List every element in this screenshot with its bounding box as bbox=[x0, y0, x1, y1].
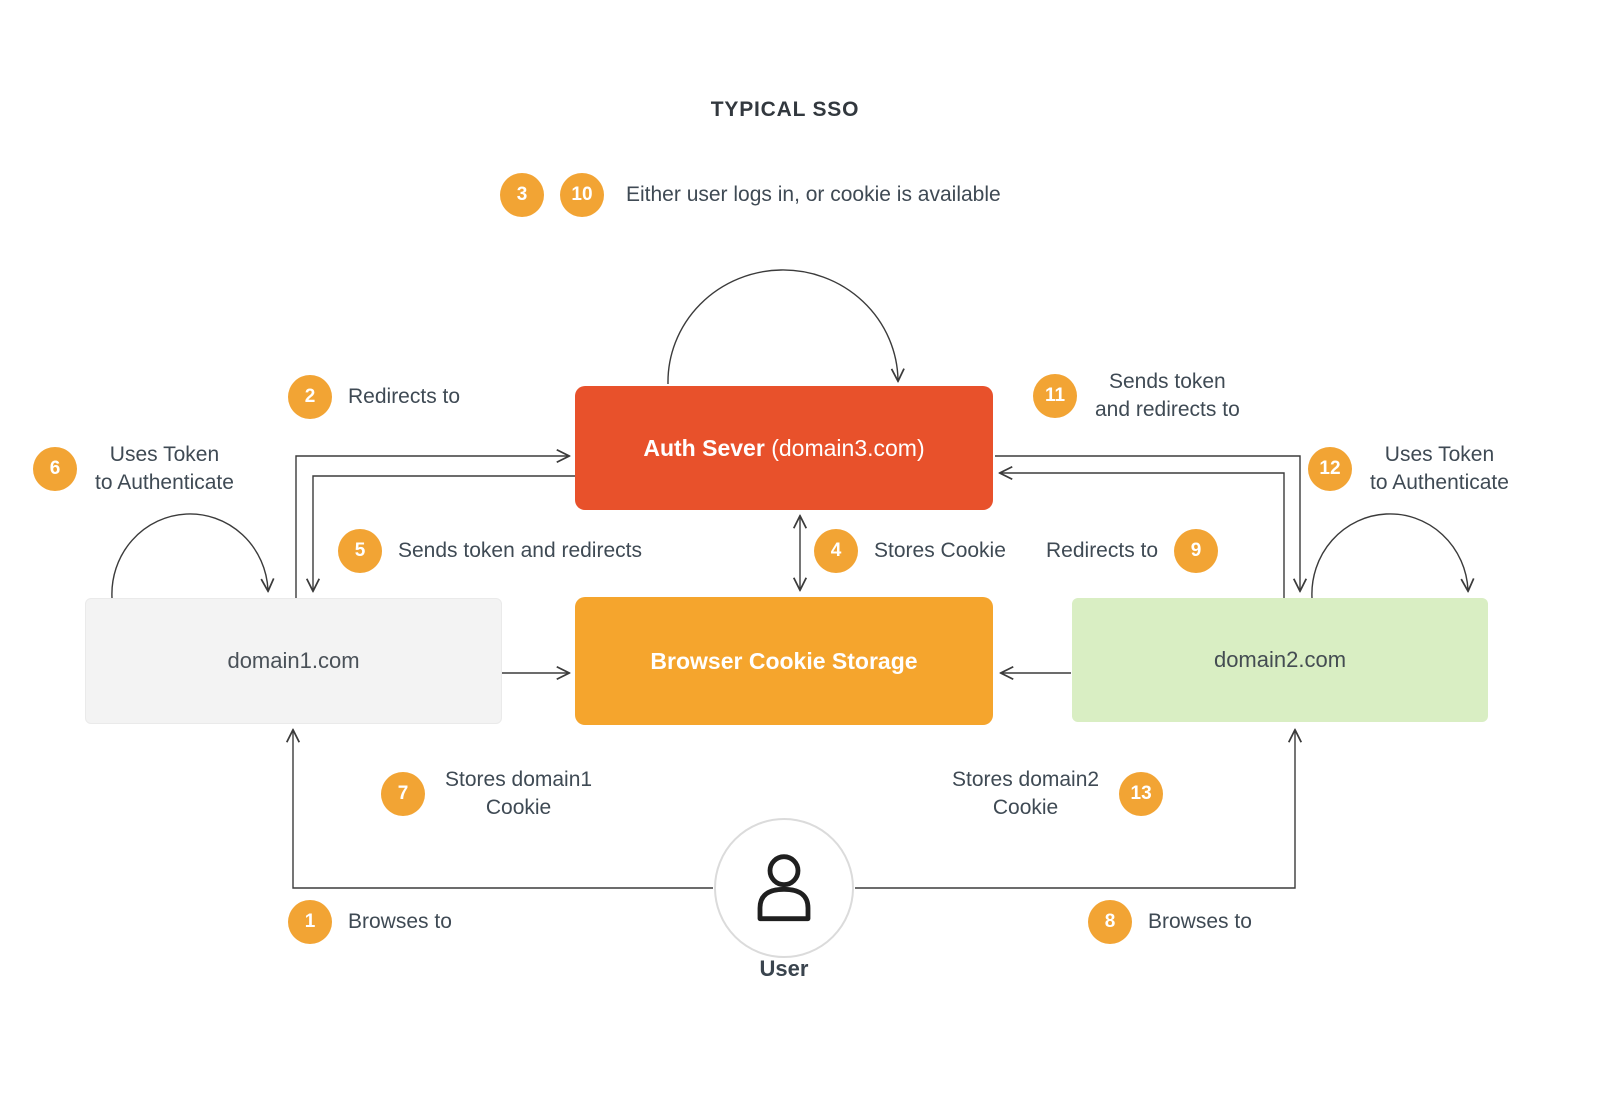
step-2-annotation: 2 Redirects to bbox=[288, 375, 460, 419]
step-6-label-line2: to Authenticate bbox=[95, 471, 234, 495]
step-1-annotation: 1 Browses to bbox=[288, 900, 452, 944]
domain2-label: domain2.com bbox=[1213, 647, 1347, 672]
step-7-label-line2: Cookie bbox=[485, 796, 552, 820]
step-11-badge: 11 bbox=[1033, 374, 1077, 419]
step-5-annotation: 5 Sends token and redirects bbox=[338, 529, 642, 573]
step-6-label-line1: Uses Token bbox=[109, 443, 220, 466]
auth-server-box: Auth Sever(domain3.com) bbox=[575, 386, 993, 510]
step-6-badge: 6 bbox=[33, 447, 77, 492]
diagram-title: TYPICAL SSO bbox=[710, 98, 860, 121]
step-13-badge: 13 bbox=[1119, 772, 1164, 817]
auth-server-domain: (domain3.com) bbox=[771, 434, 925, 461]
step-1-badge: 1 bbox=[288, 900, 332, 944]
step-9-label: Redirects to bbox=[1046, 539, 1159, 562]
step-4-label: Stores Cookie bbox=[874, 539, 1006, 562]
step-8-label: Browses to bbox=[1148, 910, 1252, 933]
step-2-badge: 2 bbox=[288, 375, 332, 419]
step-7-label-line1: Stores domain1 bbox=[445, 768, 593, 791]
domain1-label: domain1.com bbox=[227, 648, 360, 673]
step-3-10-annotation: 3 10 Either user logs in, or cookie is a… bbox=[500, 173, 1001, 217]
step-4-badge: 4 bbox=[814, 529, 858, 573]
user-icon bbox=[757, 854, 811, 922]
step-12-badge: 12 bbox=[1308, 447, 1352, 492]
step-12-label-line1: Uses Token bbox=[1384, 443, 1495, 466]
step-8-annotation: 8 Browses to bbox=[1088, 900, 1252, 944]
user-label: User bbox=[759, 956, 809, 981]
step-10-badge: 10 bbox=[560, 173, 604, 217]
step-5-badge: 5 bbox=[338, 529, 382, 573]
step-3-badge: 3 bbox=[500, 173, 544, 217]
step-4-annotation: 4 Stores Cookie bbox=[814, 529, 1006, 573]
step-8-badge: 8 bbox=[1088, 900, 1132, 944]
browser-cookie-storage-label: Browser Cookie Storage bbox=[650, 647, 918, 674]
step-1-label: Browses to bbox=[348, 910, 452, 933]
step-12-label-line2: to Authenticate bbox=[1370, 471, 1509, 495]
domain1-box: domain1.com bbox=[85, 598, 502, 724]
step-11-label-line1: Sends token bbox=[1108, 370, 1226, 393]
step-13-annotation: Stores domain2 Cookie 13 bbox=[952, 766, 1164, 823]
step-7-annotation: 7 Stores domain1 Cookie bbox=[381, 766, 592, 823]
step-9-badge: 9 bbox=[1174, 529, 1219, 573]
auth-server-name: Auth Sever bbox=[643, 434, 765, 461]
step-9-annotation: Redirects to 9 bbox=[1046, 529, 1219, 573]
step-2-label: Redirects to bbox=[348, 385, 461, 408]
step-12-annotation: 12 Uses Token to Authenticate bbox=[1308, 441, 1509, 498]
domain2-box: domain2.com bbox=[1072, 598, 1488, 722]
step-5-label: Sends token and redirects bbox=[398, 539, 642, 562]
step-7-badge: 7 bbox=[381, 772, 425, 817]
step-11-label-line2: and redirects to bbox=[1095, 398, 1240, 422]
step-6-annotation: 6 Uses Token to Authenticate bbox=[33, 441, 234, 498]
step-13-label-line2: Cookie bbox=[992, 796, 1059, 820]
step-3-10-label: Either user logs in, or cookie is availa… bbox=[626, 183, 1001, 206]
browser-cookie-storage-box: Browser Cookie Storage bbox=[575, 597, 993, 725]
user-node bbox=[714, 818, 854, 958]
step-13-label-line1: Stores domain2 bbox=[952, 768, 1100, 791]
step-11-annotation: 11 Sends token and redirects to bbox=[1033, 368, 1240, 425]
